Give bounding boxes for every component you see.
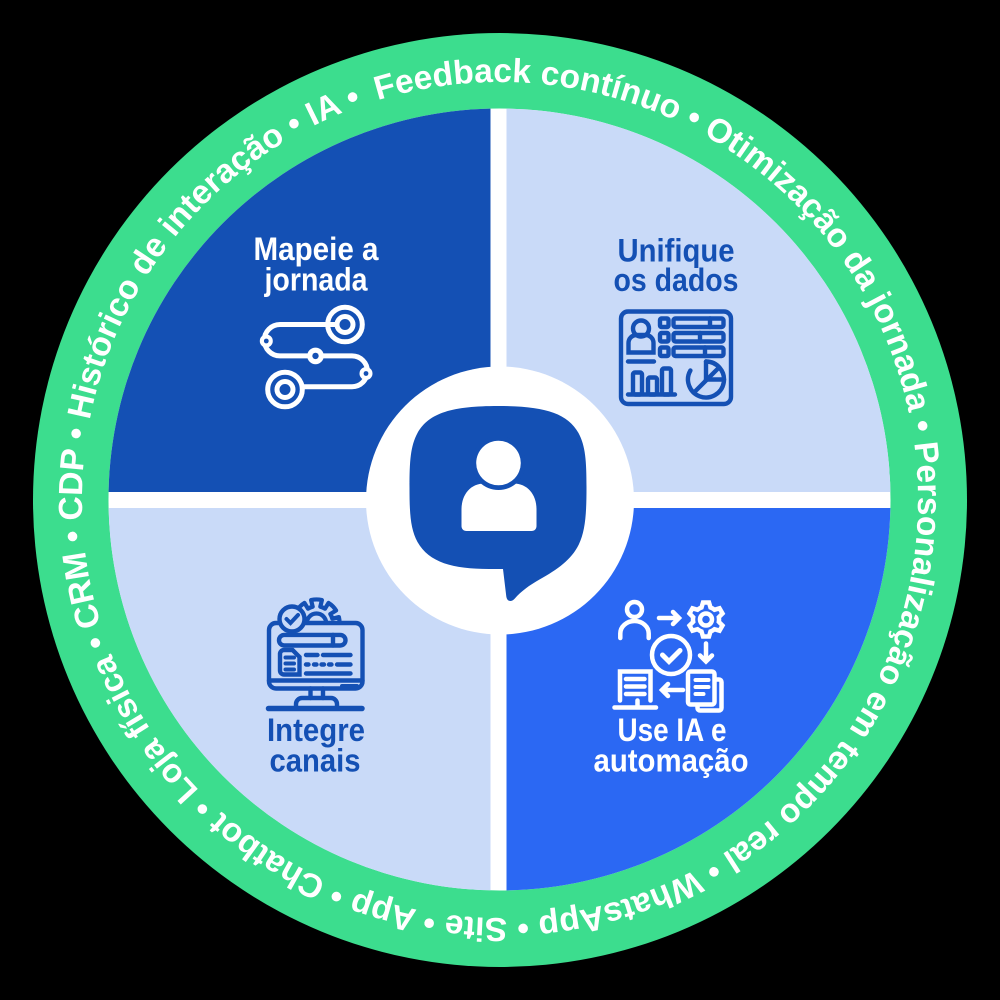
svg-text:Unifique: Unifique [618, 233, 735, 269]
svg-text:Use IA e: Use IA e [618, 712, 727, 748]
svg-text:Integre: Integre [267, 712, 365, 748]
svg-text:automação: automação [594, 743, 749, 779]
svg-text:Mapeie a: Mapeie a [254, 231, 379, 267]
svg-text:canais: canais [270, 743, 361, 779]
svg-text:jornada: jornada [264, 262, 368, 298]
svg-text:os dados: os dados [614, 262, 739, 298]
